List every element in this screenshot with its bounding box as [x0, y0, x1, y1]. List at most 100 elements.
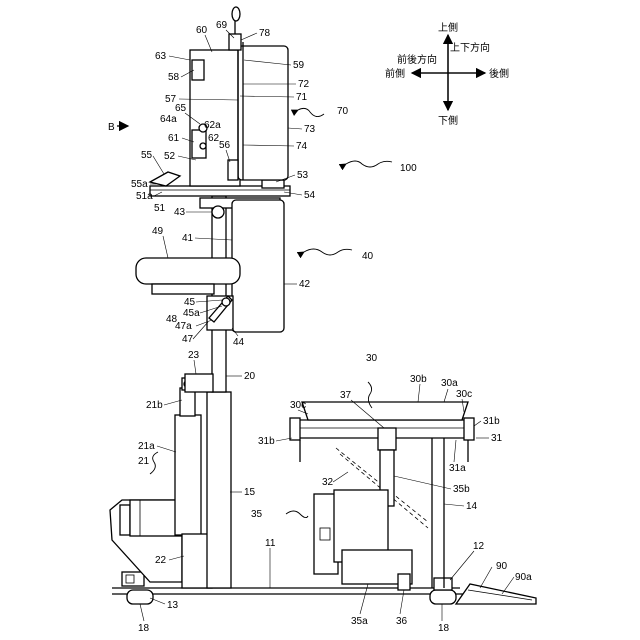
label-65: 65 — [175, 103, 187, 114]
label-15: 15 — [244, 487, 256, 498]
leader-49 — [163, 236, 168, 258]
label-73: 73 — [304, 124, 316, 135]
label-31: 31 — [491, 433, 503, 444]
label-30: 30 — [366, 353, 378, 364]
label-32: 32 — [322, 477, 334, 488]
label-72: 72 — [298, 79, 310, 90]
label-74: 74 — [296, 141, 308, 152]
ear-31b-right — [464, 418, 474, 440]
squiggle-70 — [298, 108, 324, 116]
right-foot-block — [434, 578, 452, 590]
label-41: 41 — [182, 233, 194, 244]
panel-73 — [238, 46, 288, 180]
label-43: 43 — [174, 207, 186, 218]
label-20: 20 — [244, 371, 256, 382]
label-100: 100 — [400, 163, 417, 174]
label-35b: 35b — [453, 484, 470, 495]
dir-front: 前側 — [385, 67, 405, 80]
dir-frontback: 前後方向 — [397, 53, 437, 66]
leader-18-left — [140, 604, 144, 621]
label-64a: 64a — [160, 114, 177, 125]
outer-column-15 — [207, 392, 231, 588]
label-63: 63 — [155, 51, 167, 62]
squiggle-21 — [150, 452, 158, 474]
label-70: 70 — [337, 106, 349, 117]
label-62: 62 — [208, 133, 220, 144]
dir-updown: 上下方向 — [450, 41, 490, 54]
direction-indicator: 上側 上下方向 前後方向 前側 後側 下側 — [385, 21, 509, 127]
ear-31b-left — [290, 418, 300, 440]
label-30c-right: 30c — [456, 389, 472, 400]
label-45: 45 — [184, 297, 196, 308]
dir-down: 下側 — [438, 114, 458, 127]
leader-78 — [241, 33, 257, 40]
screw-62 — [200, 143, 206, 149]
label-55: 55 — [141, 150, 153, 161]
label-13: 13 — [167, 600, 179, 611]
label-30a: 30a — [441, 378, 458, 389]
label-49: 49 — [152, 226, 164, 237]
seat-unit-40 — [136, 198, 284, 332]
label-31b-left: 31b — [258, 436, 275, 447]
actuator-motor — [130, 500, 182, 536]
label-54: 54 — [304, 190, 316, 201]
output-36 — [398, 574, 410, 590]
leader-21a — [157, 446, 176, 452]
label-37: 37 — [340, 390, 352, 401]
label-21b: 21b — [146, 400, 163, 411]
foot-unit-30 — [290, 402, 474, 590]
label-11: 11 — [265, 538, 276, 549]
right-foot — [430, 590, 456, 604]
label-47: 47 — [182, 334, 194, 345]
label-36: 36 — [396, 616, 408, 627]
label-51a: 51a — [136, 191, 153, 202]
block-53 — [262, 180, 284, 188]
seat-cushion-49 — [136, 258, 240, 284]
label-69: 69 — [216, 20, 228, 31]
label-42: 42 — [299, 279, 311, 290]
label-61: 61 — [168, 133, 180, 144]
label-62a: 62a — [204, 120, 221, 131]
leader-30b — [418, 384, 420, 402]
label-12: 12 — [473, 541, 485, 552]
leader-32 — [333, 472, 348, 482]
label-45a: 45a — [183, 308, 200, 319]
label-55a: 55a — [131, 179, 148, 190]
seat-frame-48 — [152, 284, 214, 294]
label-40: 40 — [362, 251, 374, 262]
label-56: 56 — [219, 140, 231, 151]
label-30b: 30b — [410, 374, 427, 385]
squiggle-35 — [286, 511, 308, 518]
label-21: 21 — [138, 456, 150, 467]
label-18-right: 18 — [438, 623, 450, 634]
label-90a: 90a — [515, 572, 532, 583]
label-47a: 47a — [175, 321, 192, 332]
leader-21b — [164, 400, 182, 405]
leader-31b-right — [474, 421, 481, 426]
label-71: 71 — [296, 92, 308, 103]
bracket-23 — [185, 374, 213, 392]
label-35: 35 — [251, 509, 263, 520]
view-arrow-b: B — [108, 122, 128, 133]
lever-pivot-45 — [222, 298, 230, 306]
leader-30a — [444, 389, 448, 402]
leader-14 — [444, 504, 464, 506]
label-21a: 21a — [138, 441, 155, 452]
label-51: 51 — [154, 203, 166, 214]
leader-31a — [454, 440, 456, 462]
label-78: 78 — [259, 28, 271, 39]
squiggle-100 — [346, 161, 392, 167]
label-31a: 31a — [449, 463, 466, 474]
label-30c-left: 30c — [290, 400, 306, 411]
left-caster-block — [122, 572, 144, 586]
leader-73 — [288, 128, 302, 129]
label-52: 52 — [164, 151, 176, 162]
label-58: 58 — [168, 72, 180, 83]
label-18-left: 18 — [138, 623, 150, 634]
leader-55 — [153, 156, 164, 174]
left-foot — [127, 590, 153, 604]
label-14: 14 — [466, 501, 478, 512]
view-letter: B — [108, 122, 115, 133]
label-53: 53 — [297, 170, 309, 181]
